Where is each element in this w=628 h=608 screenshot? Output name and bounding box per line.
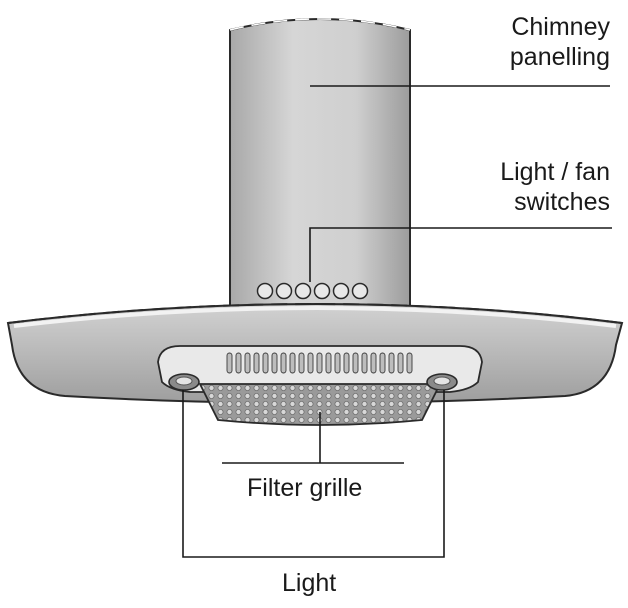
vent-slot — [379, 352, 386, 374]
vent-slot — [388, 352, 395, 374]
vent-slot — [253, 352, 260, 374]
vent-slot — [271, 352, 278, 374]
vent-slot — [406, 352, 413, 374]
vent-slot — [280, 352, 287, 374]
chimney-label: Chimney panelling — [510, 12, 610, 72]
vent-slot — [235, 352, 242, 374]
switches-leader — [309, 227, 612, 282]
switches-label-line2: switches — [514, 188, 610, 216]
vent-slot — [370, 352, 377, 374]
vent-slot — [316, 352, 323, 374]
vent-slot — [262, 352, 269, 374]
vent-slots — [226, 352, 413, 374]
vent-slot — [298, 352, 305, 374]
switch-button[interactable] — [351, 282, 369, 300]
filter-grille-label: Filter grille — [247, 474, 363, 502]
light-leader — [182, 390, 445, 558]
vent-slot — [325, 352, 332, 374]
vent-slot — [334, 352, 341, 374]
vent-slot — [397, 352, 404, 374]
light-left — [168, 373, 200, 391]
light-right — [426, 373, 458, 391]
switch-button[interactable] — [332, 282, 350, 300]
light-fan-switches — [256, 282, 369, 300]
vent-slot — [361, 352, 368, 374]
vent-slot — [226, 352, 233, 374]
switch-button[interactable] — [256, 282, 274, 300]
leader-lines — [182, 85, 612, 558]
vent-slot — [307, 352, 314, 374]
vent-slot — [289, 352, 296, 374]
switches-label-line1: Light / fan — [500, 158, 610, 186]
motor-housing — [157, 345, 483, 393]
switch-button[interactable] — [313, 282, 331, 300]
vent-slot — [244, 352, 251, 374]
switches-label: Light / fan switches — [500, 157, 610, 217]
chimney-panel — [229, 18, 411, 319]
light-label: Light — [282, 569, 337, 597]
chimney-label-line2: panelling — [509, 43, 610, 71]
vent-slot — [343, 352, 350, 374]
switch-button[interactable] — [275, 282, 293, 300]
filter-grille — [198, 383, 442, 426]
switch-button[interactable] — [294, 282, 312, 300]
vent-slot — [352, 352, 359, 374]
chimney-label-line1: Chimney — [511, 13, 610, 41]
